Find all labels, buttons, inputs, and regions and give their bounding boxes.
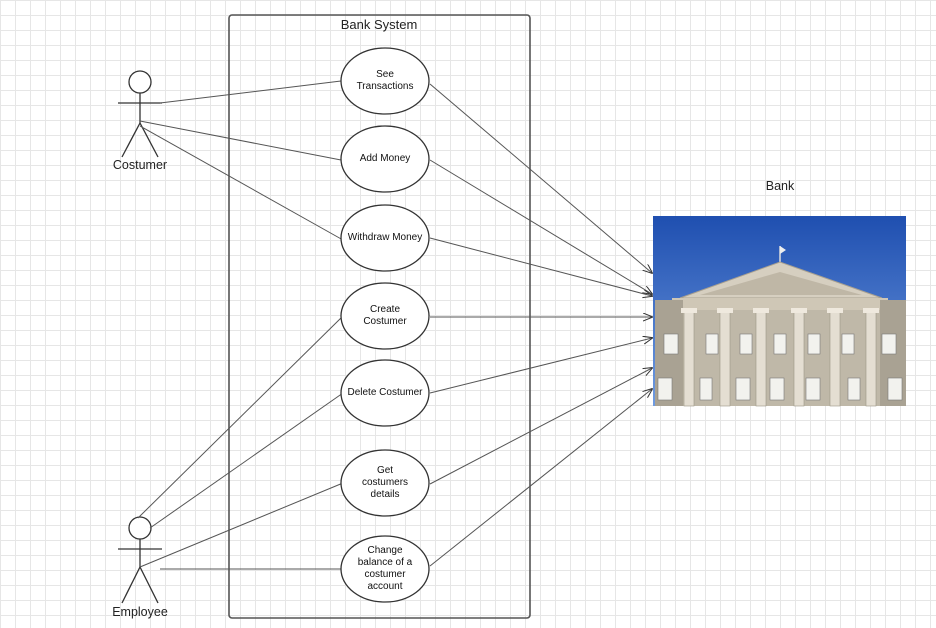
use-case-get-customers-details[interactable] (340, 449, 430, 517)
use-case-label-see-transactions: See Transactions (356, 69, 414, 92)
customer-actor-icon (118, 70, 162, 158)
bank-label: Bank (765, 179, 795, 193)
customer-associations (139, 80, 344, 241)
use-case-withdraw-money[interactable] (340, 204, 430, 272)
system-title: Bank System (340, 17, 418, 32)
use-case-delete-customer[interactable] (340, 359, 430, 427)
use-case-create-customer[interactable] (340, 282, 430, 350)
use-case-change-balance[interactable] (340, 535, 430, 603)
bank-arrows (429, 83, 652, 567)
use-case-label-change-balance: Change balance of a costumer account (357, 545, 413, 592)
bank-building-image (653, 216, 906, 407)
use-case-label-delete-customer: Delete Costumer (347, 387, 423, 398)
use-case-label-withdraw-money: Withdraw Money (347, 232, 423, 243)
use-case-label-get-customers-details: Get costumers details (361, 465, 409, 500)
use-case-add-money[interactable] (340, 125, 430, 193)
use-case-label-create-customer: Create Costumer (363, 304, 407, 327)
employee-associations (137, 315, 344, 570)
use-case-see-transactions[interactable] (340, 47, 430, 115)
employee-actor-label: Employee (112, 605, 168, 619)
use-case-label-add-money: Add Money (359, 153, 411, 164)
customer-actor-label: Costumer (112, 158, 168, 172)
employee-actor-icon (118, 516, 162, 604)
